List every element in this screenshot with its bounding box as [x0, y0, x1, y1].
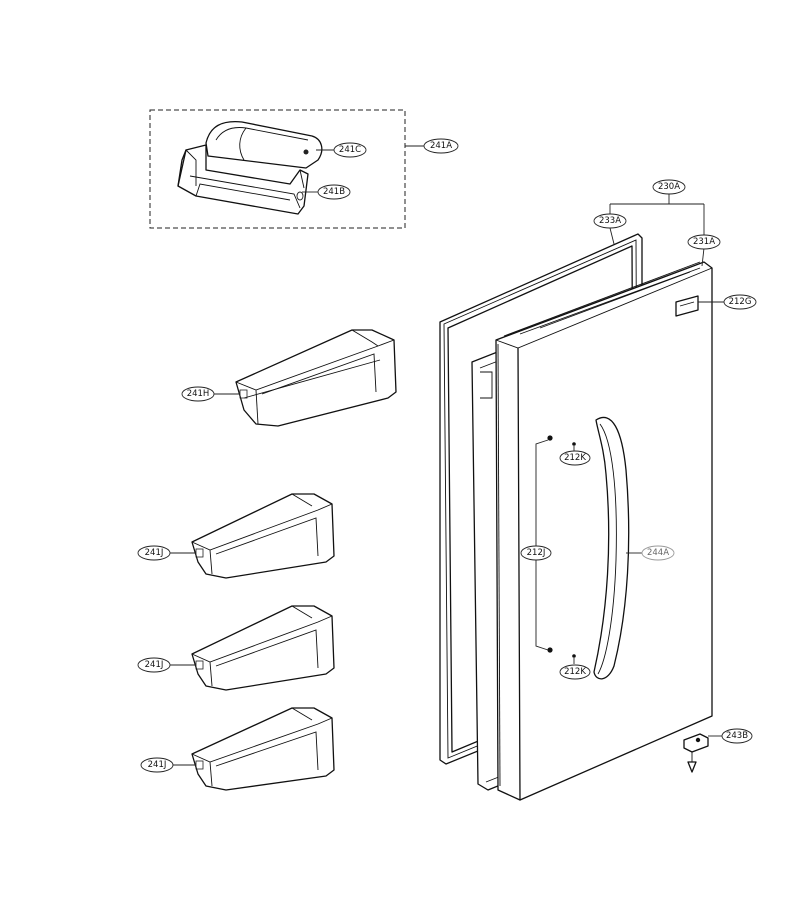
- assembly-241A-group: [149, 109, 424, 229]
- callout-230A: 230A: [652, 179, 686, 195]
- label-231A: 231A: [693, 237, 715, 247]
- door-basket-with-cover: [177, 120, 334, 215]
- label-212J: 212J: [527, 548, 546, 558]
- label-241J-1: 241J: [145, 548, 164, 558]
- callout-212G: 212G: [723, 294, 757, 310]
- callout-241J-3: 241J: [140, 757, 174, 773]
- label-241A: 241A: [430, 141, 452, 151]
- dashed-group-box: [149, 109, 406, 229]
- callout-241B: 241B: [317, 184, 351, 200]
- door-bin-241J-3: [172, 707, 335, 791]
- door-bin-241H: [214, 329, 397, 427]
- label-233A: 233A: [599, 216, 621, 226]
- label-241J-3: 241J: [148, 760, 167, 770]
- door-outer-panel: [495, 261, 724, 801]
- callout-212K-bottom: 212K: [559, 664, 591, 680]
- label-241J-2: 241J: [145, 660, 164, 670]
- callout-241J-2: 241J: [137, 657, 171, 673]
- label-241C: 241C: [339, 145, 361, 155]
- label-243B: 243B: [726, 731, 748, 741]
- door-hinge-243B: [683, 733, 722, 773]
- label-212G: 212G: [729, 297, 752, 307]
- door-handle-244A: [593, 416, 642, 680]
- callout-241J-1: 241J: [137, 545, 171, 561]
- label-241H: 241H: [187, 389, 210, 399]
- label-212K-bottom: 212K: [564, 667, 586, 677]
- callout-243B: 243B: [721, 728, 753, 744]
- callout-241H: 241H: [181, 386, 215, 402]
- label-212K-top: 212K: [564, 453, 586, 463]
- callout-241C: 241C: [333, 142, 367, 158]
- label-244A: 244A: [647, 548, 669, 558]
- callout-212J: 212J: [520, 545, 552, 561]
- callout-231A: 231A: [687, 234, 721, 250]
- assembly-230A-leaders: [609, 194, 705, 267]
- callout-212K-top: 212K: [559, 450, 591, 466]
- callout-241A: 241A: [423, 138, 459, 154]
- door-bin-241J-1: [170, 493, 335, 579]
- label-241B: 241B: [323, 187, 345, 197]
- door-bin-241J-2: [170, 605, 335, 691]
- label-230A: 230A: [658, 182, 680, 192]
- callout-233A: 233A: [593, 213, 627, 229]
- callout-244A: 244A: [641, 545, 675, 561]
